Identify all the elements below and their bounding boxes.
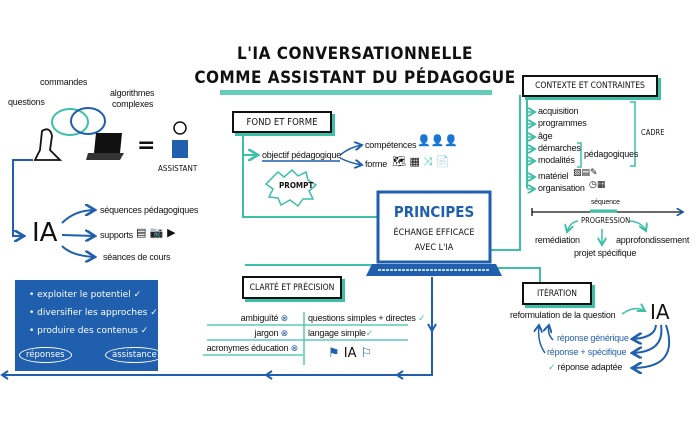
projet-label: projet spécifique [574, 248, 637, 258]
use-supports: supports [100, 230, 133, 240]
pedagogiques-label: pédagogiques [584, 149, 639, 159]
approfondissement-label: approfondissement [616, 235, 690, 245]
contexte-item: programmes [538, 118, 587, 128]
remediation-label: remédiation [535, 235, 580, 245]
prefer-item: questions simples + directes ✓ [308, 313, 426, 323]
avoid-item: jargon ⊗ [254, 328, 289, 338]
flag-icon: ⚑ [328, 346, 340, 361]
label-questions: questions [8, 97, 45, 107]
competences-label: compétences [365, 140, 417, 150]
contexte-item: organisation [538, 183, 585, 193]
use-sequences: séquences pédagogiques [100, 205, 199, 215]
principes-line-2: AVEC L'IA [414, 243, 454, 253]
cadre-label: CADRE [641, 128, 665, 137]
contexte-item: matériel [538, 171, 569, 181]
response-specific: réponse + spécifique [547, 347, 627, 357]
response-generic: réponse générique [557, 333, 629, 343]
principes-line-1: ÉCHANGE EFFICACE [393, 228, 475, 238]
supports-media-icons: ▤ 📷 ▶ [136, 226, 176, 239]
x-circle-icon: ⊗ [290, 343, 299, 353]
iteration-ia: IA [650, 300, 670, 324]
response-adapted: ✓ réponse adaptée [548, 362, 623, 372]
title-line-2: COMME ASSISTANT DU PÉDAGOGUE [194, 68, 516, 88]
flag-icon: ⚐ [360, 346, 373, 361]
ia-flags: ⚑ IA ⚐ [328, 346, 373, 361]
format-icons: 🗺 ▦ ⤨ 📄 [392, 155, 450, 168]
principes-title: PRINCIPES [393, 203, 475, 221]
people-icons: 👤👤👤 [417, 134, 459, 147]
progression-label: PROGRESSION [581, 216, 631, 225]
benefits-panel: • exploiter le potentiel ✓ • diversifier… [15, 280, 164, 371]
label-commandes: commandes [40, 77, 88, 87]
check-icon: ✓ [548, 362, 556, 372]
materiel-icons: ▧▤✎ [573, 168, 598, 178]
benefit-item: • exploiter le potentiel ✓ [29, 290, 142, 300]
x-circle-icon: ⊗ [280, 328, 289, 338]
contexte-item: acquisition [538, 106, 579, 116]
use-seances: séances de cours [103, 252, 171, 262]
contexte-item: âge [538, 131, 553, 141]
iteration-title: ITÉRATION [522, 282, 592, 305]
title-line-1: L'IA CONVERSATIONNELLE [236, 44, 473, 64]
check-icon: ✓ [365, 328, 374, 338]
fond-forme-title: FOND ET FORME [232, 111, 332, 133]
forme-label: forme [365, 159, 388, 169]
ia-label: IA [32, 218, 58, 248]
check-icon: ✓ [418, 313, 426, 323]
bubble-reponses: réponses [19, 347, 72, 363]
reformulation-label: reformulation de la question [510, 310, 616, 320]
prompt-label: PROMPT [279, 181, 314, 190]
avoid-item: acronymes éducation ⊗ [206, 343, 299, 353]
contexte-title: CONTEXTE ET CONTRAINTES [522, 75, 658, 97]
objectif-pedagogique: objectif pédagogique [262, 150, 342, 160]
label-assistant: ASSISTANT [158, 164, 198, 173]
contexte-item: modalités [538, 155, 575, 165]
label-complexes: complexes [112, 99, 154, 109]
benefit-item: • produire des contenus ✓ [29, 326, 149, 336]
prefer-item: langage simple✓ [308, 328, 374, 338]
label-algorithmes: algorithmes [110, 88, 155, 98]
avoid-item: ambiguïté ⊗ [240, 313, 289, 323]
sequence-label: séquence [591, 199, 620, 206]
x-circle-icon: ⊗ [280, 313, 289, 323]
bubble-assistance: assistance [105, 347, 164, 363]
benefit-item: • diversifier les approches ✓ [29, 308, 158, 318]
contexte-item: démarches [538, 143, 581, 153]
equals-sign: = [137, 133, 156, 158]
clock-calendar-icons: ◷▦ [589, 180, 606, 190]
clarte-title: CLARTÉ ET PRÉCISION [242, 276, 342, 299]
